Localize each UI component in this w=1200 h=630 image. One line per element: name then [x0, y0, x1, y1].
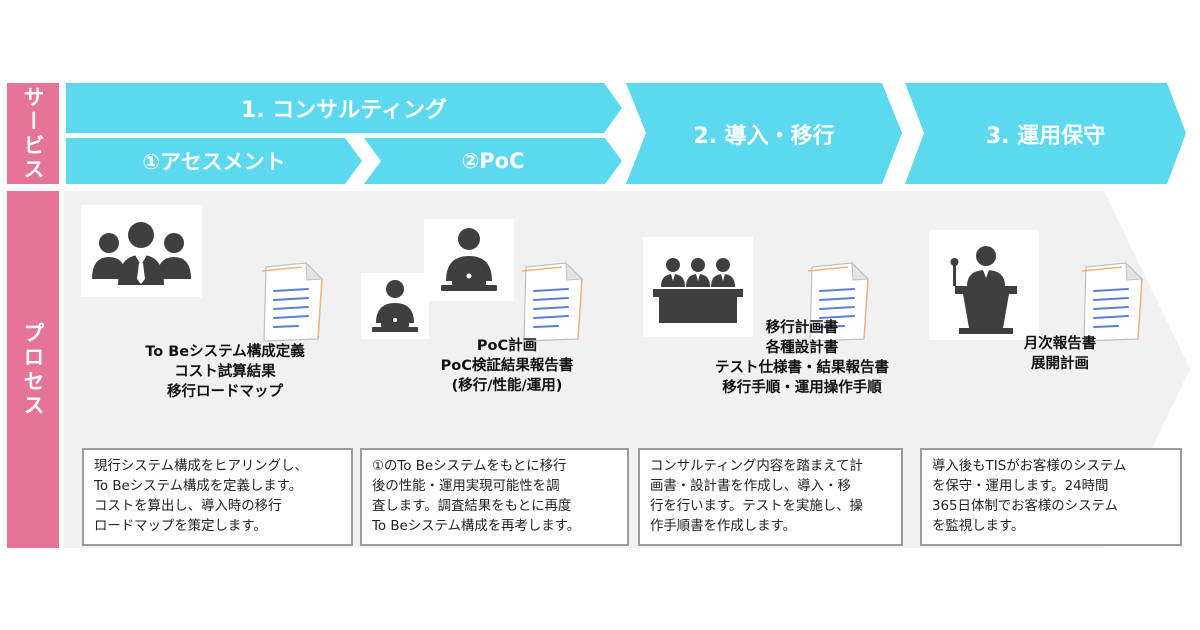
phase-operation-label: 3. 運用保守 — [985, 123, 1106, 149]
deliverable-item: (移行/性能/運用) — [451, 378, 563, 394]
document-icon — [252, 257, 328, 345]
deliverable-item: 展開計画 — [1031, 356, 1089, 372]
team-meeting-icon — [81, 205, 202, 297]
deliverables-assessment: To Beシステム構成定義 コスト試算結果 移行ロードマップ — [110, 342, 340, 402]
speaker-podium-icon — [929, 230, 1039, 340]
deliverable-item: テスト仕様書・結果報告書 — [715, 360, 889, 376]
deliverables-migration: 移行計画書 各種設計書 テスト仕様書・結果報告書 移行手順・運用操作手順 — [678, 318, 926, 398]
description-line: コストを算出し、導入時の移行 — [94, 499, 282, 514]
description-line: コンサルティング内容を踏まえて計 — [650, 459, 863, 474]
deliverable-item: PoC計画 — [476, 338, 538, 354]
deliverable-item: 各種設計書 — [765, 340, 839, 356]
phase-poc: ②PoC — [364, 138, 622, 184]
deliverables-operation: 月次報告書 展開計画 — [1005, 334, 1115, 374]
phase-migration: 2. 導入・移行 — [626, 83, 902, 184]
description-poc: ①のTo Beシステムをもとに移行 後の性能・運用実現可能性を調 査します。調査… — [360, 448, 629, 546]
description-line: 365日体制でお客様のシステム — [932, 499, 1118, 514]
phase-consulting: 1. コンサルティング — [66, 83, 622, 133]
phase-migration-label: 2. 導入・移行 — [693, 123, 835, 149]
description-line: 査します。調査結果をもとに再度 — [372, 499, 572, 514]
description-line: ①のTo Beシステムをもとに移行 — [372, 459, 567, 474]
laptop-users-icon — [424, 219, 514, 301]
description-line: ロードマップを策定します。 — [94, 519, 267, 534]
description-line: 行を行います。テストを実施し、操 — [650, 499, 863, 514]
document-icon — [1072, 257, 1148, 345]
description-operation: 導入後もTISがお客様のシステム を保守・運用します。24時間 365日体制でお… — [920, 448, 1182, 546]
process-label: プロセス — [7, 191, 59, 548]
phase-operation: 3. 運用保守 — [905, 83, 1186, 184]
phase-assessment: ①アセスメント — [66, 138, 362, 184]
description-line: を保守・運用します。24時間 — [932, 479, 1109, 494]
deliverable-item: PoC検証結果報告書 — [440, 358, 574, 374]
phase-consulting-label: 1. コンサルティング — [240, 98, 447, 123]
description-line: 画書・設計書を作成し、導入・移 — [650, 479, 851, 494]
phase-assessment-label: ①アセスメント — [142, 150, 286, 174]
service-label: サービス — [7, 83, 59, 184]
description-line: 後の性能・運用実現可能性を調 — [372, 479, 560, 494]
phase-poc-label: ②PoC — [461, 149, 525, 173]
description-assessment: 現行システム構成をヒアリングし、 To Beシステム構成を定義します。 コストを… — [82, 448, 353, 546]
deliverable-item: 移行手順・運用操作手順 — [722, 380, 882, 396]
deliverables-poc: PoC計画 PoC検証結果報告書 (移行/性能/運用) — [402, 336, 612, 396]
description-line: To Beシステム構成を再考します。 — [372, 519, 581, 534]
deliverable-item: 移行ロードマップ — [167, 384, 283, 400]
deliverable-item: 移行計画書 — [765, 320, 839, 336]
description-line: 作手順書を作成します。 — [650, 519, 796, 534]
description-migration: コンサルティング内容を踏まえて計 画書・設計書を作成し、導入・移 行を行います。… — [638, 448, 903, 546]
description-line: を監視します。 — [932, 519, 1025, 534]
deliverable-item: コスト試算結果 — [174, 364, 276, 380]
description-line: 現行システム構成をヒアリングし、 — [94, 459, 308, 474]
description-line: 導入後もTISがお客様のシステム — [932, 459, 1127, 474]
panel-meeting-icon — [643, 237, 753, 337]
deliverable-item: To Beシステム構成定義 — [145, 344, 305, 360]
deliverable-item: 月次報告書 — [1023, 336, 1097, 352]
laptop-users-icon — [361, 273, 429, 339]
document-icon — [512, 257, 588, 345]
description-line: To Beシステム構成を定義します。 — [94, 479, 303, 494]
document-icon — [798, 257, 874, 345]
